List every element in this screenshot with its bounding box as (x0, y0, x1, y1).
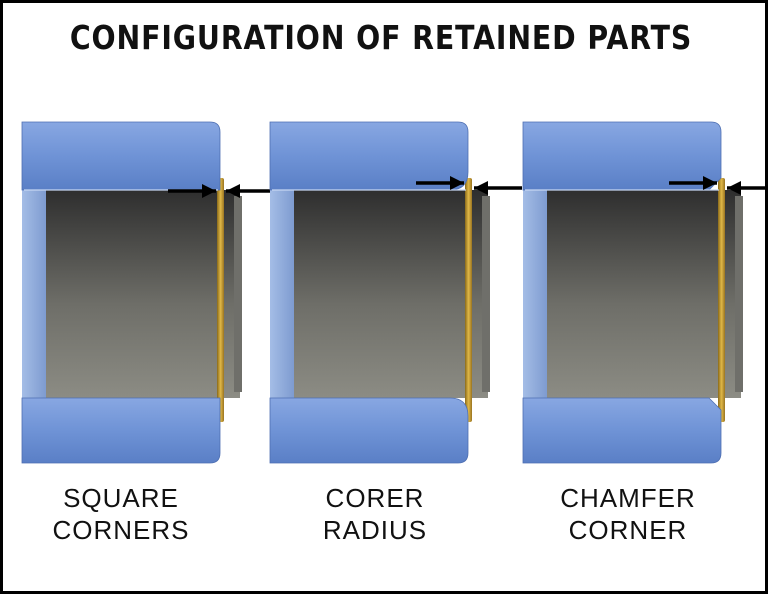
shaft-body (545, 190, 741, 398)
caption-line-1: SQUARE (63, 483, 179, 513)
housing-bottom (269, 397, 469, 464)
shaft-end-face (735, 196, 743, 392)
shaft-end-face (234, 196, 242, 392)
gap-arrow-left (669, 176, 717, 190)
caption-line-1: CORER (325, 483, 425, 513)
caption-chamfer: CHAMFER CORNER (528, 482, 728, 546)
housing-top (522, 121, 722, 191)
housing-bore (270, 190, 294, 398)
caption-line-2: CORNERS (52, 515, 190, 545)
panel-radius (269, 121, 522, 464)
adhesive-layer (718, 178, 725, 422)
housing-bore (523, 190, 547, 398)
gap-arrow-left (168, 184, 216, 198)
caption-square: SQUARE CORNERS (21, 482, 221, 546)
adhesive-layer (465, 178, 472, 422)
caption-line-2: RADIUS (322, 515, 428, 545)
caption-line-1: CHAMFER (560, 483, 696, 513)
caption-line-2: CORNER (568, 515, 688, 545)
housing-top (269, 121, 469, 191)
housing-top (21, 121, 221, 191)
panel-chamfer (522, 121, 768, 464)
gap-arrow-right (727, 181, 768, 195)
caption-radius: CORER RADIUS (275, 482, 475, 546)
gap-arrow-left (416, 176, 464, 190)
shaft-end-face (482, 196, 490, 392)
shaft-body (292, 190, 488, 398)
housing-bottom (21, 397, 221, 464)
panel-square (21, 121, 274, 464)
housing-bore (22, 190, 46, 398)
gap-arrow-right (474, 181, 522, 195)
adhesive-layer (217, 178, 224, 422)
housing-bottom (522, 397, 722, 464)
shaft-body (44, 190, 240, 398)
page-title: CONFIGURATION OF RETAINED PARTS (69, 18, 693, 57)
gap-arrow-right (226, 184, 274, 198)
